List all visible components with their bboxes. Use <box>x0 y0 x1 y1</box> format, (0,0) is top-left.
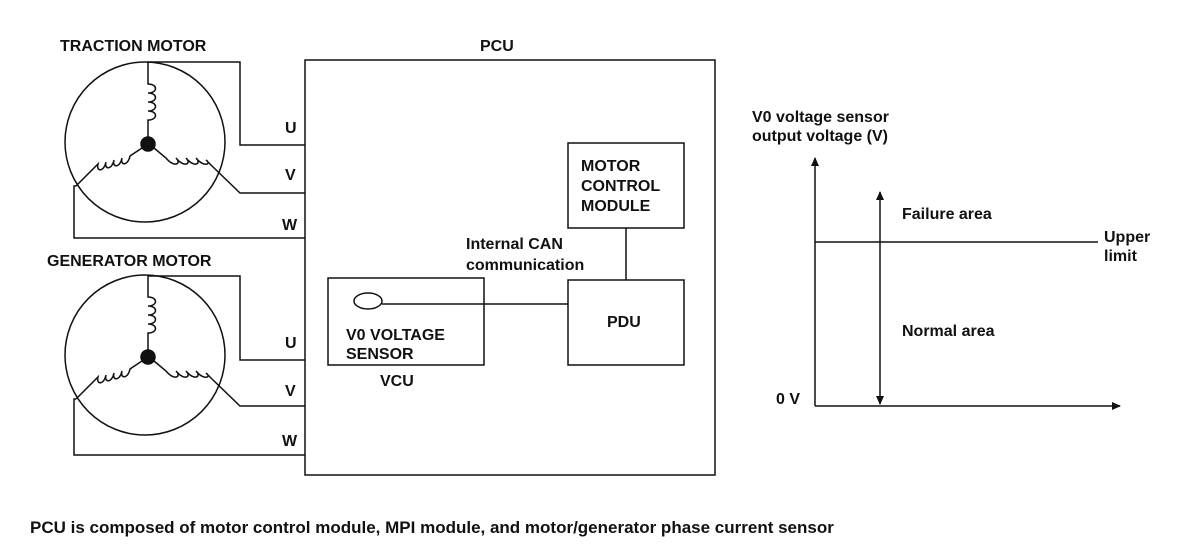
generator-motor <box>64 274 305 456</box>
pcu-box <box>304 59 716 476</box>
v0-voltage-sensor-label-1: V0 VOLTAGE <box>346 327 445 344</box>
generator-motor-coil-w <box>153 360 213 380</box>
internal-can-label-1: Internal CAN <box>466 236 563 253</box>
traction-motor <box>64 61 305 239</box>
generator-motor-title: GENERATOR MOTOR <box>47 253 212 270</box>
motor-control-module-label-3: MODULE <box>581 198 651 215</box>
pdu-label: PDU <box>607 314 641 331</box>
diagram-caption: PCU is composed of motor control module,… <box>30 518 834 537</box>
motor-control-module-label-2: CONTROL <box>581 178 660 195</box>
zero-volt-label: 0 V <box>776 391 800 408</box>
generator-motor-phase-w: W <box>282 433 298 450</box>
generator-motor-housing <box>64 274 226 436</box>
traction-motor-title: TRACTION MOTOR <box>60 38 207 55</box>
generator-motor-lead-u <box>147 275 305 361</box>
generator-motor-lead-v <box>211 378 305 407</box>
upper-limit-label-2: limit <box>1104 248 1138 265</box>
traction-motor-lead-u <box>147 61 305 146</box>
internal-can-label-2: communication <box>466 257 584 274</box>
motor-control-module-label-1: MOTOR <box>581 158 641 175</box>
traction-motor-coil-v <box>75 147 143 187</box>
traction-motor-lead-v <box>211 165 305 194</box>
generator-motor-neutral-point <box>140 349 156 365</box>
traction-motor-lead-w <box>73 185 305 239</box>
traction-motor-coil-w <box>153 147 213 167</box>
chart-y-axis-label-2: output voltage (V) <box>752 128 888 145</box>
generator-motor-phase-v: V <box>285 383 296 400</box>
traction-motor-housing <box>64 61 226 223</box>
traction-motor-neutral-point <box>140 136 156 152</box>
upper-limit-label-1: Upper <box>1104 229 1150 246</box>
traction-motor-phase-w: W <box>282 217 298 234</box>
pcu-title: PCU <box>480 38 514 55</box>
vcu-box <box>327 277 485 366</box>
traction-motor-phase-u: U <box>285 120 297 137</box>
v0-voltage-sensor-symbol <box>353 292 383 310</box>
chart-y-axis-label-1: V0 voltage sensor <box>752 109 889 126</box>
voltage-chart <box>811 157 1121 410</box>
vcu-title: VCU <box>380 373 414 390</box>
normal-area-label: Normal area <box>902 323 995 340</box>
generator-motor-coil-v <box>75 360 143 400</box>
generator-motor-coil-u <box>147 277 157 350</box>
traction-motor-phase-v: V <box>285 167 296 184</box>
generator-motor-phase-u: U <box>285 335 297 352</box>
generator-motor-lead-w <box>73 398 305 456</box>
traction-motor-coil-u <box>147 64 157 137</box>
failure-area-label: Failure area <box>902 206 992 223</box>
v0-voltage-sensor-label-2: SENSOR <box>346 346 414 363</box>
